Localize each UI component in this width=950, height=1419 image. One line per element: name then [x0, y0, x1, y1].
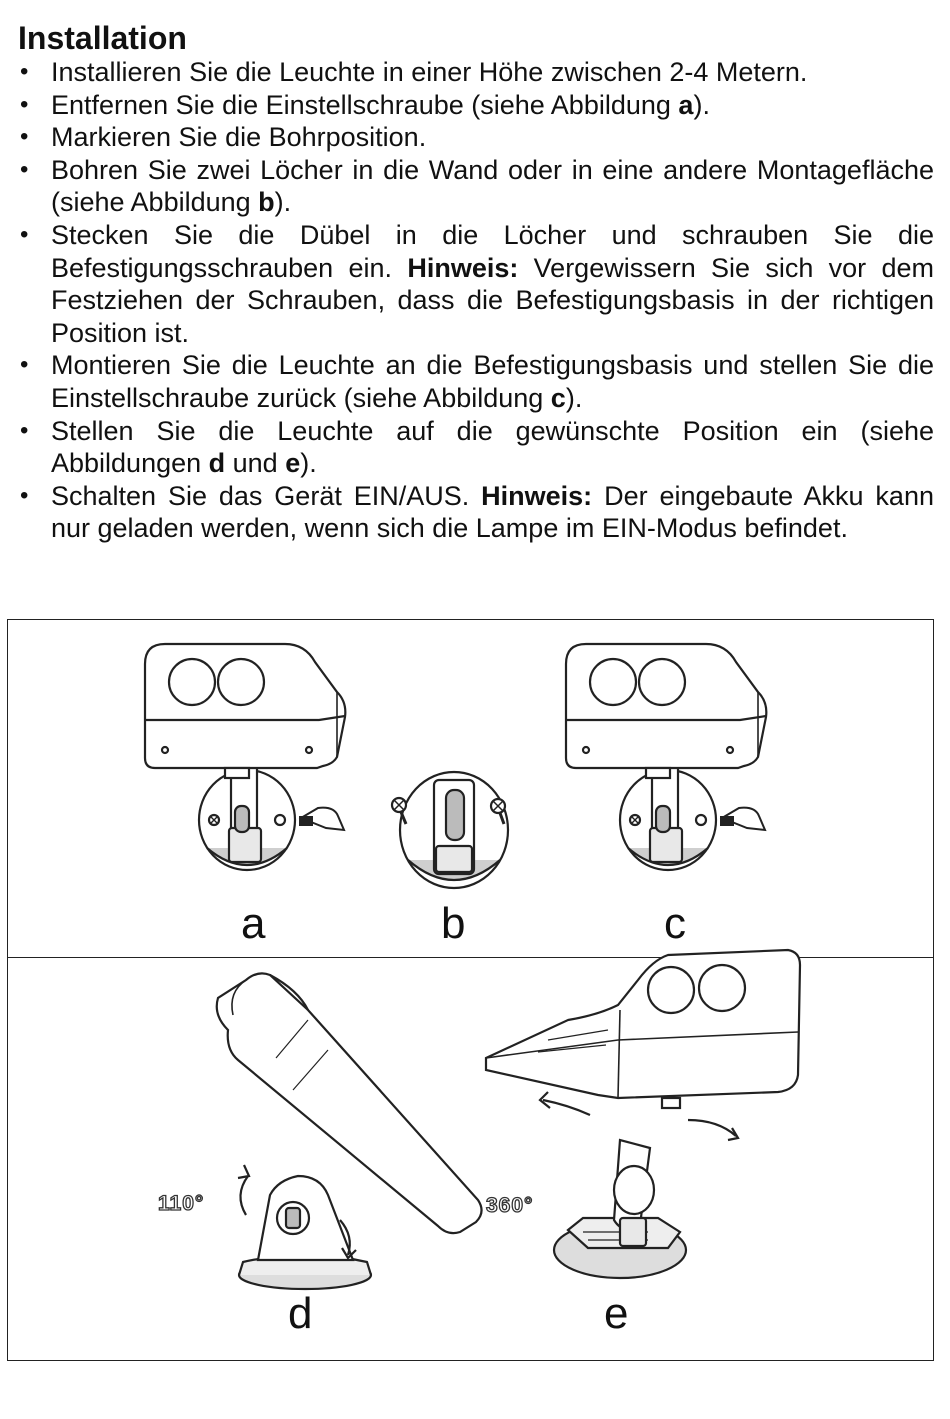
- figure-d-drawing: [215, 972, 483, 1291]
- step-8: Schalten Sie das Gerät EIN/AUS. Hinweis:…: [18, 480, 934, 545]
- angle-360-label: 360°: [485, 1193, 534, 1217]
- step-1: Installieren Sie die Leuchte in einer Hö…: [18, 56, 934, 89]
- step-8-text: Schalten Sie das Gerät EIN/AUS.: [51, 480, 482, 511]
- step-5-note-label: Hinweis:: [407, 252, 519, 283]
- step-2-figure-ref: a: [678, 89, 694, 120]
- step-4-text: Bohren Sie zwei Löcher in die Wand oder …: [51, 154, 934, 218]
- step-4-end: ).: [274, 187, 292, 218]
- step-5: Stecken Sie die Dübel in die Löcher und …: [18, 219, 934, 349]
- step-4-figure-ref: b: [258, 187, 275, 218]
- step-7-figure-ref-e: e: [285, 448, 301, 479]
- installation-figures: a b c 110° 360° d e: [7, 619, 934, 1361]
- figure-drawings: [143, 642, 802, 1291]
- figure-a-drawing: [143, 642, 347, 872]
- step-3-text: Markieren Sie die Bohrposition.: [51, 122, 427, 153]
- step-5-note: Vergewissern Sie sich vor dem Festziehen…: [51, 252, 934, 348]
- step-2-end: ).: [693, 89, 710, 120]
- figure-b-drawing: [390, 770, 510, 890]
- figure-a-label: a: [241, 899, 266, 948]
- step-5-text: Stecken Sie die Dübel in die Löcher und …: [51, 219, 934, 283]
- step-6-end: ).: [565, 382, 583, 413]
- step-6-text: Montieren Sie die Leuchte an die Befesti…: [51, 350, 934, 413]
- step-2: Entfernen Sie die Einstellschraube (sieh…: [18, 89, 934, 122]
- step-2-text: Entfernen Sie die Einstellschraube (sieh…: [51, 89, 679, 120]
- step-6-figure-ref: c: [550, 382, 566, 413]
- step-7-and: und: [225, 448, 286, 479]
- figure-d-label: d: [288, 1289, 313, 1338]
- angle-110-label: 110°: [157, 1191, 205, 1215]
- figure-c-label: c: [664, 899, 686, 948]
- figure-e-drawing: [484, 948, 802, 1280]
- step-7-end: ).: [300, 448, 317, 479]
- step-7: Stellen Sie die Leuchte auf die gewünsch…: [18, 415, 934, 480]
- figure-e-label: e: [604, 1289, 629, 1338]
- step-1-text: Installieren Sie die Leuchte in einer Hö…: [51, 57, 808, 87]
- step-7-figure-ref-d: d: [208, 448, 226, 479]
- step-6: Montieren Sie die Leuchte an die Befesti…: [18, 349, 934, 414]
- figure-c-drawing: [564, 642, 768, 872]
- step-3: Markieren Sie die Bohrposition.: [18, 121, 934, 154]
- step-4: Bohren Sie zwei Löcher in die Wand oder …: [18, 154, 934, 219]
- figure-divider: [8, 957, 933, 958]
- step-8-note: Der eingebaute Akku kann nur geladen wer…: [51, 480, 934, 544]
- step-8-note-label: Hinweis:: [481, 480, 593, 511]
- installation-steps: Installieren Sie die Leuchte in einer Hö…: [18, 56, 934, 545]
- section-heading: Installation: [18, 20, 187, 56]
- step-7-text: Stellen Sie die Leuchte auf die gewünsch…: [51, 415, 934, 479]
- figure-b-label: b: [441, 899, 466, 948]
